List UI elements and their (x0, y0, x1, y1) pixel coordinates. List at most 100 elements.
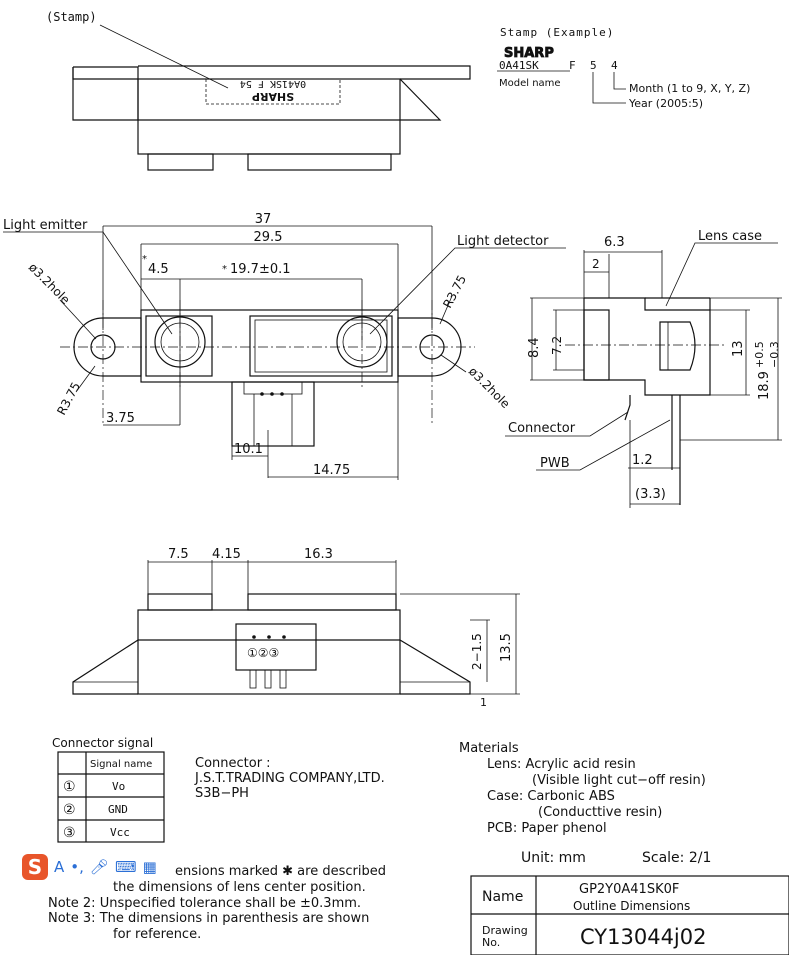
year-label: Year (2005:5) (628, 97, 703, 110)
dim-3-3: (3.3) (635, 487, 666, 502)
dim-6-3: 6.3 (604, 235, 625, 250)
materials-lens-note: (Visible light cut−off resin) (532, 773, 706, 788)
connector-signal-title: Connector signal (52, 736, 153, 750)
dim-18-9: 18.9 (757, 371, 772, 400)
mirrored-brand: SHARP (252, 90, 294, 103)
signal-header: Signal name (90, 759, 152, 770)
drawing-number: CY13044j02 (580, 925, 706, 949)
note-2: Note 2: Unspecified tolerance shall be ±… (48, 896, 361, 911)
star-b: * (222, 264, 227, 275)
name-line1: GP2Y0A41SK0F (579, 882, 679, 897)
title-block: Unit: mm Scale: 2/1 Name GP2Y0A41SK0F Ou… (470, 850, 789, 955)
hole-left-label: ø3.2hole (26, 260, 73, 307)
dim-1-2: 1.2 (632, 453, 653, 468)
note-3: Note 3: The dimensions in parenthesis ar… (48, 911, 369, 926)
name-label: Name (482, 889, 523, 905)
connector-signal-table: Connector signal Signal name ① Vo ② GND … (52, 736, 165, 843)
stamp-example: Stamp (Example) SHARP 0A41SK F 5 4 Model… (497, 26, 750, 110)
right-flange (397, 317, 462, 377)
dim-4-5: 4.5 (148, 262, 169, 277)
connector-label: Connector (508, 421, 576, 436)
materials-case: Case: Carbonic ABS (487, 789, 615, 804)
month-label: Month (1 to 9, X, Y, Z) (629, 82, 750, 95)
drawing-label-2: No. (482, 936, 500, 949)
ime-language-toggle[interactable]: A (54, 858, 65, 876)
bottom-connector (235, 623, 317, 671)
bottom-body (137, 609, 401, 695)
dim-1: 1 (480, 696, 487, 709)
stamp-label: (Stamp) (46, 10, 97, 24)
side-lens (659, 321, 696, 371)
r-right-label: R3.75 (440, 273, 469, 311)
light-detector-label: Light detector (457, 234, 549, 249)
stamp-example-title: Stamp (Example) (500, 26, 614, 39)
dim-7-2: 7.2 (550, 336, 564, 355)
stamp-brand: SHARP (504, 46, 554, 61)
dim-37: 37 (255, 212, 272, 227)
signal-pin: ① (63, 779, 76, 795)
dim-14-75: 14.75 (313, 463, 350, 478)
signal-pin: ② (63, 802, 76, 818)
ime-toolbar[interactable]: S A •, 🎤︎ ⌨ ▦ (18, 853, 161, 881)
dim-3-75: 3.75 (106, 411, 135, 426)
signal-pin: ③ (63, 825, 76, 841)
top-left-wing (72, 66, 139, 121)
materials-lens: Lens: Acrylic acid resin (487, 757, 636, 772)
stamp-code-year: 5 (590, 59, 597, 72)
unit-label: Unit: mm (521, 850, 586, 866)
front-body (140, 309, 399, 383)
mirrored-code: 0A41SK F 54 (240, 78, 306, 89)
r-left-label: R3.75 (54, 380, 83, 418)
dim-13-5: 13.5 (499, 633, 514, 662)
dim-4-15: 4.15 (212, 547, 241, 562)
stamp-code-f: F (569, 59, 576, 72)
side-view: 6.3 2 Lens case 8.4 7.2 13 18.9 +0.5 −0.… (505, 229, 782, 508)
lens-case-label: Lens case (698, 229, 762, 244)
dim-8-4: 8.4 (527, 337, 542, 358)
dim-7-5: 7.5 (168, 547, 189, 562)
stamp-leader (99, 24, 229, 89)
note-3b: for reference. (113, 927, 201, 942)
dim-19-7: 19.7±0.1 (230, 262, 291, 277)
hole-right-label: ø3.2hole (466, 364, 513, 411)
connector-info: Connector : J.S.T.TRADING COMPANY,LTD. S… (194, 756, 385, 801)
light-emitter-label: Light emitter (3, 218, 88, 233)
note-1b: the dimensions of lens center position. (113, 880, 366, 895)
star-a: * (142, 254, 147, 265)
materials-title: Materials (459, 741, 519, 756)
connector-info-line3: S3B−PH (195, 786, 249, 801)
stamp-box (205, 78, 341, 105)
drawing-label-1: Drawing (482, 924, 528, 937)
bottom-view: 7.5 4.15 16.3 ①②③ 13.5 2−1.5 1 (72, 547, 520, 709)
front-view: 37 29.5 * 4.5 * 19.7±0.1 (3, 212, 566, 480)
connector-info-line1: Connector : (195, 756, 271, 771)
ime-logo-icon[interactable]: S (22, 854, 48, 880)
grid-menu-icon[interactable]: ▦ (142, 858, 157, 876)
name-line2: Outline Dimensions (573, 899, 690, 913)
pwb-label: PWB (540, 456, 570, 471)
scale-label: Scale: 2/1 (642, 850, 711, 866)
stamp-code-model: 0A41SK (499, 59, 539, 72)
dim-2-1-5: 2−1.5 (470, 633, 484, 670)
pin-numbers: ①②③ (247, 646, 279, 660)
materials-case-note: (Conducttive resin) (538, 805, 662, 820)
notes: ensions marked ✱ are described the dimen… (48, 864, 386, 942)
connector-info-line2: J.S.T.TRADING COMPANY,LTD. (194, 771, 385, 786)
model-name-label: Model name (499, 78, 561, 89)
dim-16-3: 16.3 (304, 547, 333, 562)
microphone-icon[interactable]: 🎤︎ (89, 858, 109, 876)
tol-plus: +0.5 (753, 341, 766, 368)
note-1: ensions marked ✱ are described (175, 864, 386, 879)
materials: Materials Lens: Acrylic acid resin (Visi… (459, 741, 706, 836)
signal-name: Vo (112, 780, 125, 793)
punctuation-icon[interactable]: •, (70, 858, 84, 876)
dim-13: 13 (731, 340, 746, 357)
stamp-code-month: 4 (611, 59, 618, 72)
materials-pcb: PCB: Paper phenol (487, 821, 607, 836)
dim-29-5: 29.5 (254, 230, 283, 245)
dim-10-1: 10.1 (234, 442, 263, 457)
signal-name: Vcc (110, 826, 130, 839)
tol-minus: −0.3 (768, 341, 781, 368)
keyboard-icon[interactable]: ⌨ (114, 858, 137, 876)
